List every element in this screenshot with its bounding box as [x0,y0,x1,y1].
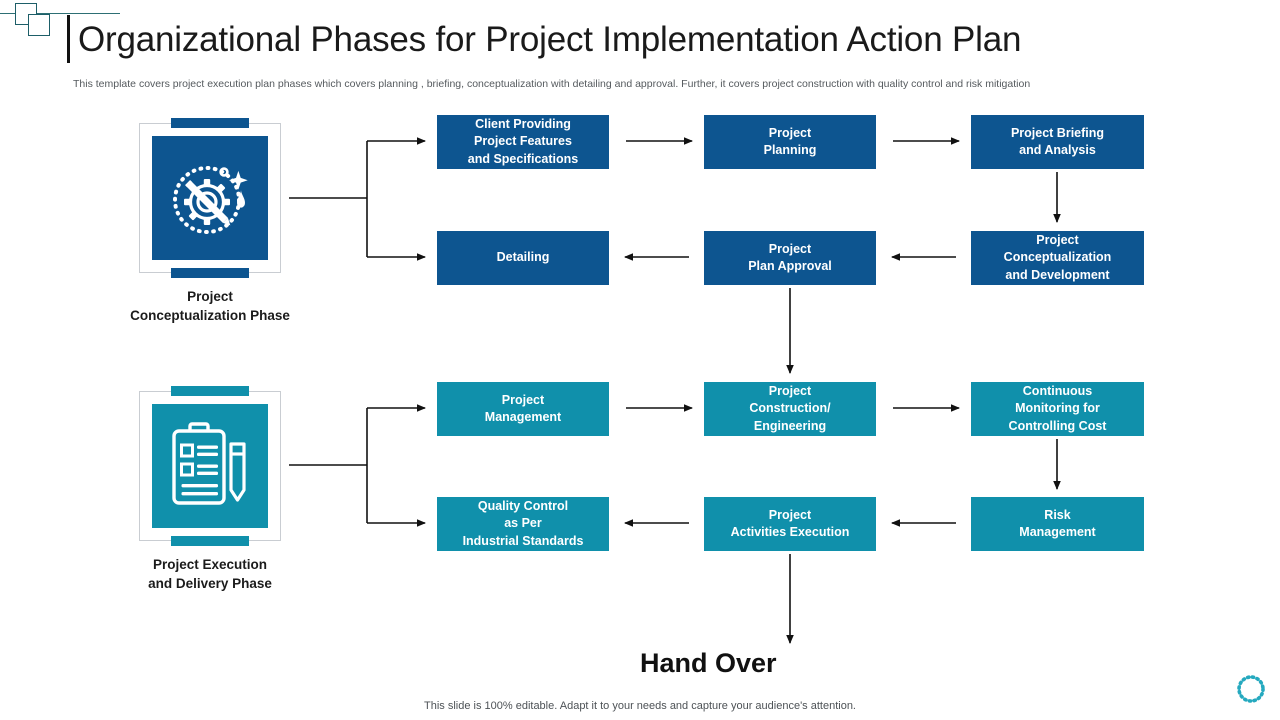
process-box-risk-management[interactable]: Risk Management [971,497,1144,551]
process-box-label: Detailing [496,250,550,265]
footer-note: This slide is 100% editable. Adapt it to… [424,700,856,712]
phase-label-conceptualization: Project Conceptualization Phase [97,287,323,325]
phase-card-conceptualization[interactable]: Project Conceptualization Phase [130,118,290,323]
phase-label-line1: Project [187,289,233,304]
process-box-label: Project Plan Approval [748,241,832,274]
phase-label-line2: Conceptualization Phase [130,308,290,323]
process-box-activities-execution[interactable]: Project Activities Execution [704,497,876,551]
process-box-label: Project Briefing and Analysis [1010,125,1105,158]
page-title: Organizational Phases for Project Implem… [78,20,1022,59]
phase-card-execution[interactable]: Project Execution and Delivery Phase [139,386,281,591]
phase-cap-bottom [171,268,249,278]
process-box-label: Project Planning [763,125,817,158]
phase-cap-top [171,118,249,128]
process-box-project-briefing[interactable]: Project Briefing and Analysis [971,115,1144,169]
process-box-conceptualization-development[interactable]: Project Conceptualization and Developmen… [971,231,1144,285]
decoration-square-large [28,14,50,36]
process-box-label: Project Conceptualization and Developmen… [1003,232,1112,282]
process-box-label: Project Construction/ Engineering [749,383,831,433]
corner-decoration [0,0,120,36]
process-box-client-providing[interactable]: Client Providing Project Features and Sp… [437,115,609,169]
phase-cap-top [171,386,249,396]
process-box-label: Client Providing Project Features and Sp… [467,116,579,166]
process-box-detailing[interactable]: Detailing [437,231,609,285]
phase-cap-bottom [171,536,249,546]
phase-label-line1: Project Execution [152,557,268,572]
phase-icon-tile [152,136,268,260]
phase-icon-tile [152,404,268,528]
page-subtitle: This template covers project execution p… [73,78,1031,90]
title-accent-bar [67,15,70,63]
gear-pen-sparkle-icon [173,166,248,234]
dotted-circle-logo [1237,675,1265,703]
phase-label-execution: Project Execution and Delivery Phase [97,555,323,593]
process-box-label: Quality Control as Per Industrial Standa… [462,498,584,548]
process-box-label: Project Management [484,392,562,425]
process-box-quality-control[interactable]: Quality Control as Per Industrial Standa… [437,497,609,551]
phase-label-line2: and Delivery Phase [148,576,272,591]
hand-over-label: Hand Over [640,648,777,678]
process-box-continuous-monitoring[interactable]: Continuous Monitoring for Controlling Co… [971,382,1144,436]
process-box-label: Risk Management [1019,507,1096,540]
clipboard-pencil-icon [172,422,246,505]
process-box-project-planning[interactable]: Project Planning [704,115,876,169]
process-box-plan-approval[interactable]: Project Plan Approval [704,231,876,285]
process-box-construction-engineering[interactable]: Project Construction/ Engineering [704,382,876,436]
process-box-label: Project Activities Execution [730,507,850,540]
decoration-line [0,13,120,14]
process-box-project-management[interactable]: Project Management [437,382,609,436]
process-box-label: Continuous Monitoring for Controlling Co… [1008,383,1107,433]
